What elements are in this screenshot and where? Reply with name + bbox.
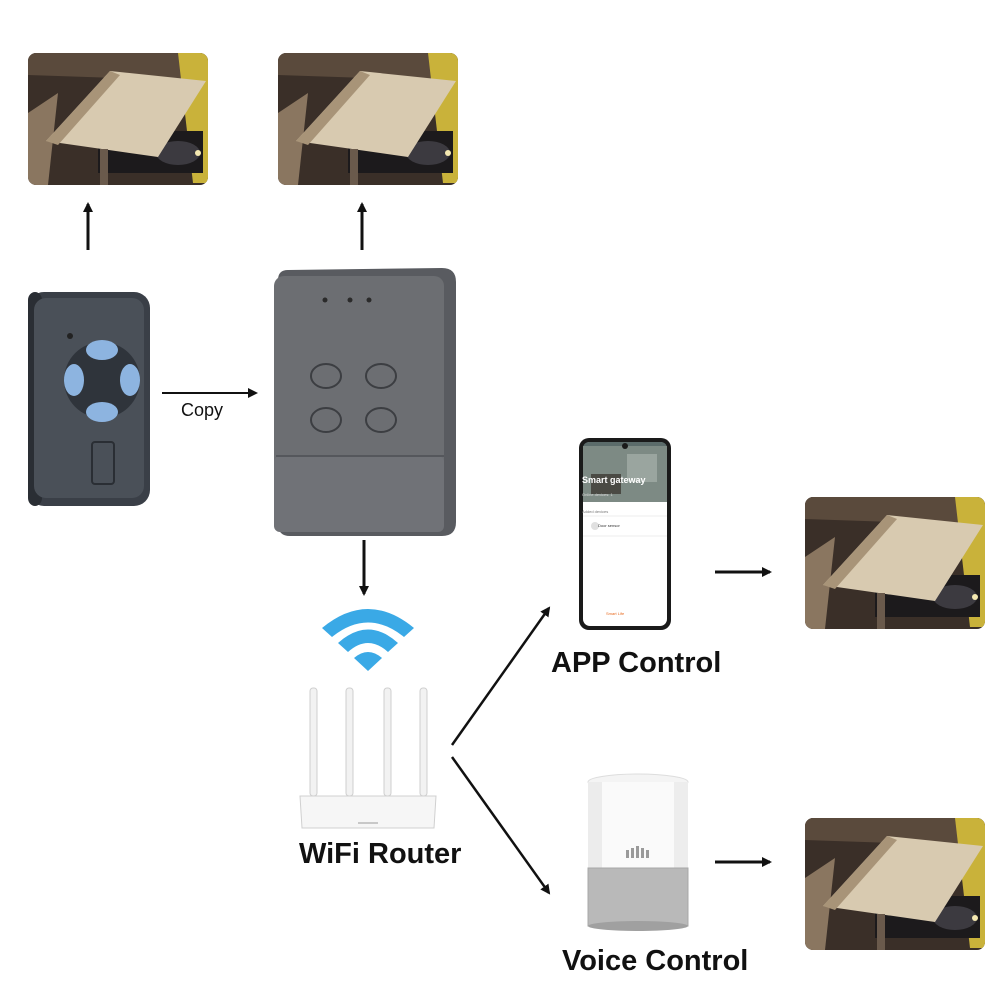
garage-door-photo-3 xyxy=(805,497,985,629)
phone-screen-brand: Smart Life xyxy=(606,611,625,616)
garage-door-photo-4 xyxy=(805,818,985,950)
garage-door-icon xyxy=(278,53,458,185)
router-icon xyxy=(299,687,437,829)
remote-control-icon xyxy=(28,292,150,506)
phone-screen-device: Door sensor xyxy=(598,523,620,528)
app-control-label: APP Control xyxy=(551,647,722,679)
smart-speaker-icon xyxy=(587,773,689,931)
voice-control-label: Voice Control xyxy=(562,945,749,977)
phone-screen-section: Added devices xyxy=(582,509,609,514)
phone-screen-subtitle: Online devices: 1 xyxy=(582,492,613,497)
phone-screen-title: Smart gateway xyxy=(582,475,646,485)
wifi-icon xyxy=(322,609,414,671)
garage-door-icon xyxy=(805,818,985,950)
smartphone-icon xyxy=(579,438,671,630)
garage-door-icon xyxy=(805,497,985,629)
gateway-box-icon xyxy=(274,268,456,536)
garage-door-photo-2 xyxy=(278,53,458,185)
copy-label: Copy xyxy=(181,400,224,420)
garage-door-photo-1 xyxy=(28,53,208,185)
arrow-router-app xyxy=(450,606,551,746)
arrow-router-voice xyxy=(450,756,551,895)
wifi-router-label: WiFi Router xyxy=(299,838,462,870)
garage-door-icon xyxy=(28,53,208,185)
